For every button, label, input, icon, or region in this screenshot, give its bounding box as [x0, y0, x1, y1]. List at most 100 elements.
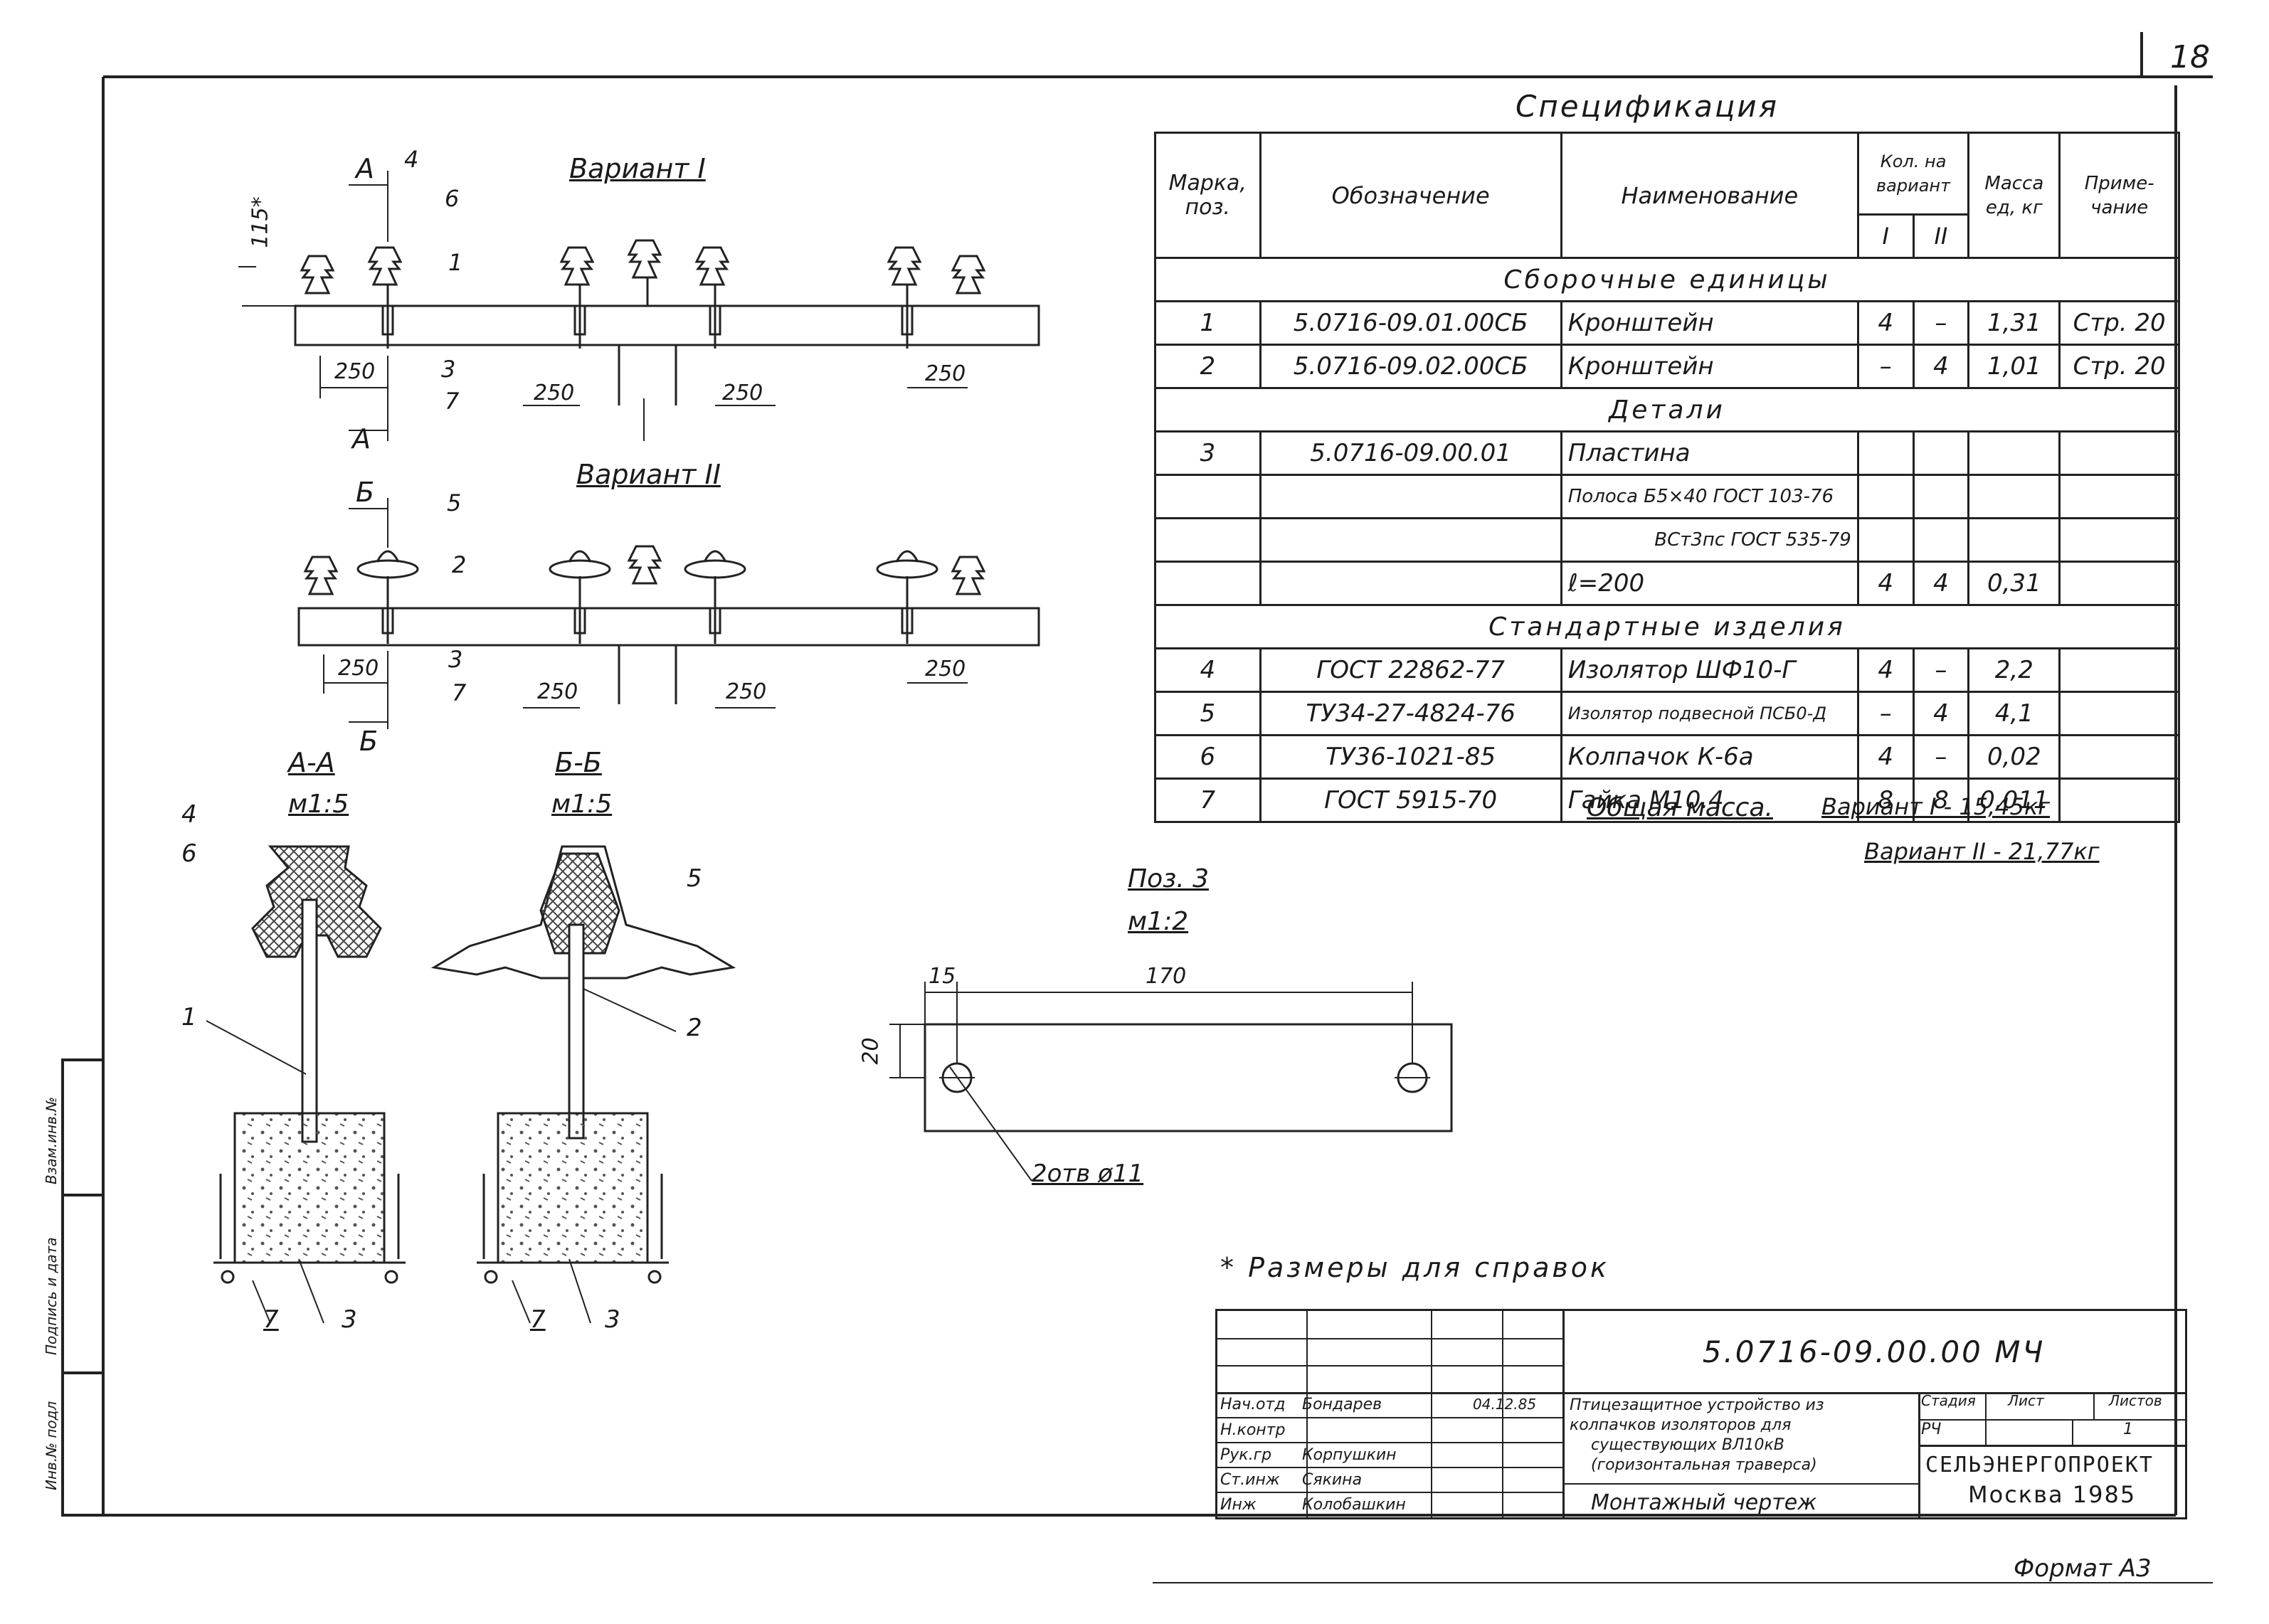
callout-7: 7: [445, 388, 460, 415]
date: 04.12.85: [1473, 1396, 1537, 1413]
suspension-insulator: [356, 550, 419, 644]
suspension-insulator: [684, 550, 746, 644]
sheet-format: Формат А3: [2014, 1554, 2152, 1583]
page-number: 18: [2170, 39, 2210, 75]
dim-250: 250: [722, 381, 763, 405]
callout-3: 3: [448, 646, 463, 673]
pin-insulator: [951, 556, 986, 595]
cell-note: [2058, 691, 2180, 736]
cell-q1: 4: [1856, 647, 1915, 693]
stage-block: Стадия Лист Листов РЧ 1 СЕЛЬЭНЕРГОПРОЕКТ…: [1918, 1392, 2185, 1517]
variant2-elevation: [297, 498, 1040, 729]
cell-q1: [1856, 474, 1915, 519]
cell-q2: 4: [1912, 561, 1970, 606]
doc-code: 5.0716-09.00.00 МЧ: [1562, 1311, 2185, 1394]
cell-pos: 4: [1154, 647, 1262, 693]
pin-insulator: [627, 239, 662, 306]
total-variant2: Вариант II - 21,77кг: [1864, 838, 2100, 865]
cell-mass: 0,31: [1967, 561, 2061, 606]
cell-q2: [1912, 517, 1970, 563]
cell-name: Пластина: [1560, 430, 1859, 476]
callout-7: 7: [530, 1305, 546, 1334]
dim-15: 15: [929, 964, 956, 989]
col-note: Приме-чание: [2058, 132, 2180, 259]
dim-20: 20: [858, 1037, 884, 1065]
cell-pos: 7: [1154, 777, 1262, 823]
cell-designation: ГОСТ 5915-70: [1259, 777, 1562, 823]
suspension-insulator: [549, 550, 611, 644]
callout-6: 6: [445, 185, 460, 212]
holes-note: 2отв ø11: [1032, 1159, 1144, 1188]
section-bb-scale: м1:5: [551, 790, 613, 819]
name: Бондарев: [1302, 1396, 1382, 1413]
cell-note: [2058, 647, 2180, 693]
callout-5: 5: [687, 864, 702, 893]
col-name: Наименование: [1560, 132, 1859, 259]
role: Инж: [1220, 1496, 1257, 1514]
callout-3: 3: [342, 1305, 357, 1334]
sheet-label: Лист: [1987, 1392, 2095, 1419]
cell-q1: 4: [1856, 300, 1915, 346]
cell-note: [2058, 777, 2180, 823]
dim-250: 250: [925, 657, 966, 681]
cell-q1: [1856, 430, 1915, 476]
callout-4: 4: [181, 800, 197, 829]
side-label: Подпись и дата: [43, 1237, 60, 1355]
callout-1: 1: [181, 1003, 197, 1031]
cell-designation: 5.0716-09.02.00СБ: [1259, 344, 1562, 389]
section-a-top: А: [356, 153, 374, 184]
cell-q2: 4: [1912, 691, 1970, 736]
cell-designation: [1259, 474, 1562, 519]
cell-q2: [1912, 430, 1970, 476]
role: Н.контр: [1220, 1421, 1286, 1439]
cell-mass: 0,011: [1967, 777, 2061, 823]
callout-7: 7: [452, 679, 467, 706]
section-aa-label: А-А: [288, 747, 335, 778]
col-designation: Обозначение: [1259, 132, 1562, 259]
cell-pos: 6: [1154, 734, 1262, 780]
table-row: ВСт3пс ГОСТ 535-79: [1154, 517, 2180, 563]
cell-pos: [1154, 561, 1262, 606]
callout-1: 1: [448, 249, 463, 276]
specification-table: Марка, поз. Обозначение Наименование Кол…: [1154, 132, 2180, 823]
dim-250: 250: [726, 679, 767, 704]
pin-insulator: [627, 545, 662, 585]
table-row: 1 5.0716-09.01.00СБ Кронштейн 4 – 1,31 С…: [1154, 300, 2180, 346]
cell-name: Колпачок К-6а: [1560, 734, 1859, 780]
name: Колобашкин: [1302, 1496, 1406, 1514]
section-aa: [206, 845, 406, 1324]
cell-mass: 2,2: [1967, 647, 2061, 693]
cell-note: [2058, 517, 2180, 563]
cell-q1: 4: [1856, 561, 1915, 606]
cell-name: ℓ=200: [1560, 561, 1859, 606]
table-row: 4 ГОСТ 22862-77 Изолятор ШФ10-Г 4 – 2,2: [1154, 647, 2180, 693]
dim-250: 250: [334, 359, 376, 384]
section-b-top: Б: [356, 477, 375, 508]
cell-note: [2058, 734, 2180, 780]
role: Нач.отд: [1220, 1396, 1286, 1413]
cell-designation: 5.0716-09.01.00СБ: [1259, 300, 1562, 346]
section-aa-scale: м1:5: [288, 790, 349, 819]
cell-designation: ГОСТ 22862-77: [1259, 647, 1562, 693]
cell-name: Изолятор ШФ10-Г: [1560, 647, 1859, 693]
role: Рук.гр: [1220, 1446, 1272, 1464]
cell-designation: [1259, 561, 1562, 606]
cell-pos: [1154, 474, 1262, 519]
cell-name: Гайка М10.4: [1560, 777, 1859, 823]
cell-designation: [1259, 517, 1562, 563]
cell-mass: [1967, 430, 2061, 476]
pos3-label: Поз. 3: [1128, 864, 1210, 893]
dim-250: 250: [338, 656, 379, 681]
table-row: 2 5.0716-09.02.00СБ Кронштейн – 4 1,01 С…: [1154, 344, 2180, 389]
cell-name: ВСт3пс ГОСТ 535-79: [1560, 517, 1859, 563]
title-line: существующих ВЛ10кВ: [1591, 1436, 1784, 1454]
dim-250: 250: [537, 679, 578, 704]
name: Сякина: [1302, 1471, 1363, 1489]
cell-q1: 8: [1856, 777, 1915, 823]
sheets-label: Листов: [2109, 1392, 2162, 1409]
section-bb: [430, 845, 736, 1324]
stage-label: Стадия: [1918, 1392, 1987, 1419]
callout-5: 5: [447, 489, 462, 516]
cell-q2: –: [1912, 734, 1970, 780]
